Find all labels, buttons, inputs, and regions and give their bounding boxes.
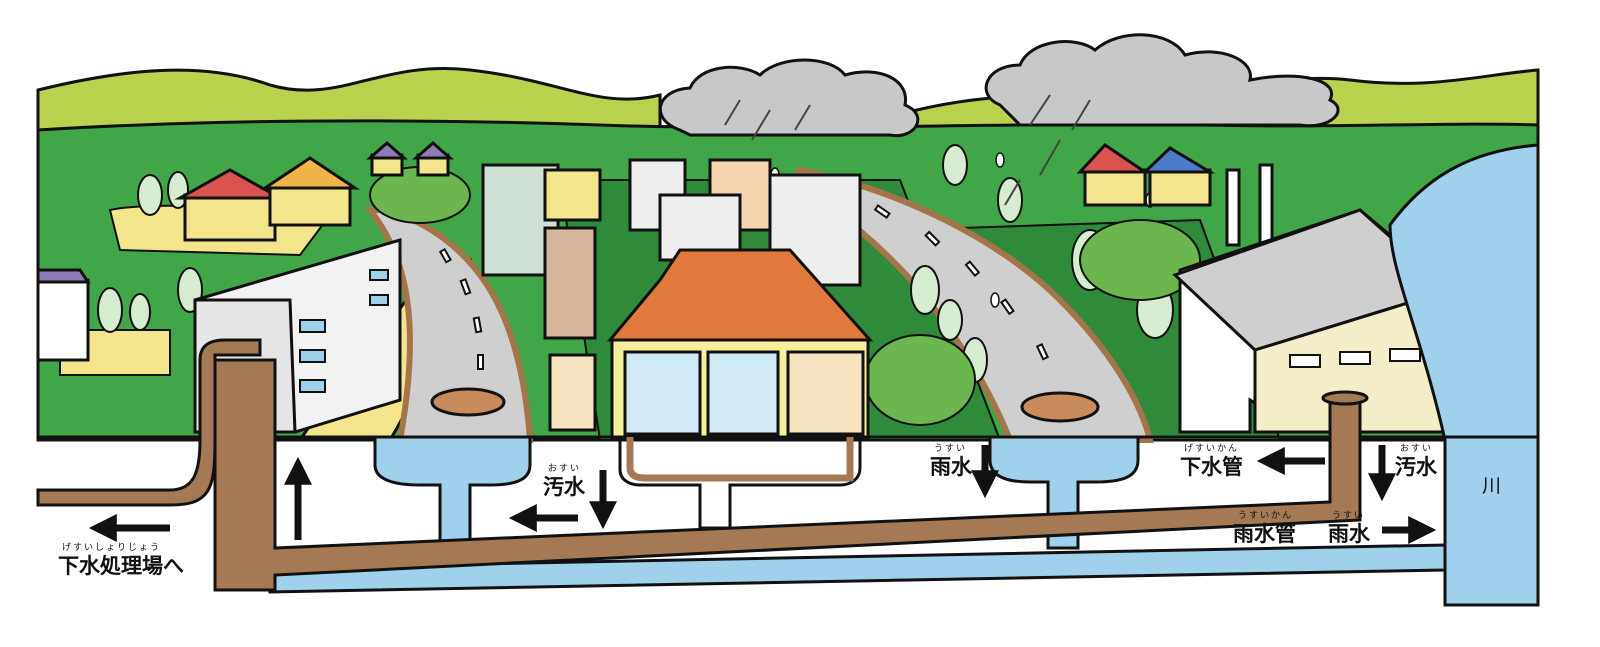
arrow-icon — [88, 445, 1437, 544]
sewage-left-label: 汚水 — [543, 475, 585, 499]
rain-right-ruby: うすい — [1332, 511, 1366, 521]
sewage-right-label: 汚水 — [1395, 455, 1437, 479]
sewage-left-ruby: おすい — [548, 464, 582, 474]
river-label: 川 — [1482, 475, 1502, 497]
sewer-pipe-label: 下水管 — [1180, 455, 1243, 479]
manhole-icon — [1020, 391, 1100, 423]
storm-pipe-ruby: うすいかん — [1238, 511, 1294, 521]
rain-mid-ruby: うすい — [934, 444, 968, 454]
rain-icon — [724, 94, 1091, 206]
road-right — [785, 166, 1154, 443]
rain-right-label: 雨水 — [1328, 522, 1370, 546]
to-treatment-ruby: げすいしょりじょう — [62, 543, 162, 553]
sewage-right-ruby: おすい — [1400, 444, 1434, 454]
river — [1388, 143, 1540, 607]
house-icon — [36, 140, 1216, 362]
storm-pipe-label: 雨水管 — [1233, 522, 1296, 546]
rain-mid-label: 雨水 — [930, 455, 972, 479]
house-icon — [606, 248, 874, 440]
manhole-icon — [430, 387, 506, 417]
factory-icon — [1172, 163, 1453, 434]
to-treatment-label: 下水処理場へ — [58, 554, 184, 578]
cloud-icon — [658, 33, 1340, 138]
sewer-pipe-ruby: げすいかん — [1184, 444, 1240, 454]
